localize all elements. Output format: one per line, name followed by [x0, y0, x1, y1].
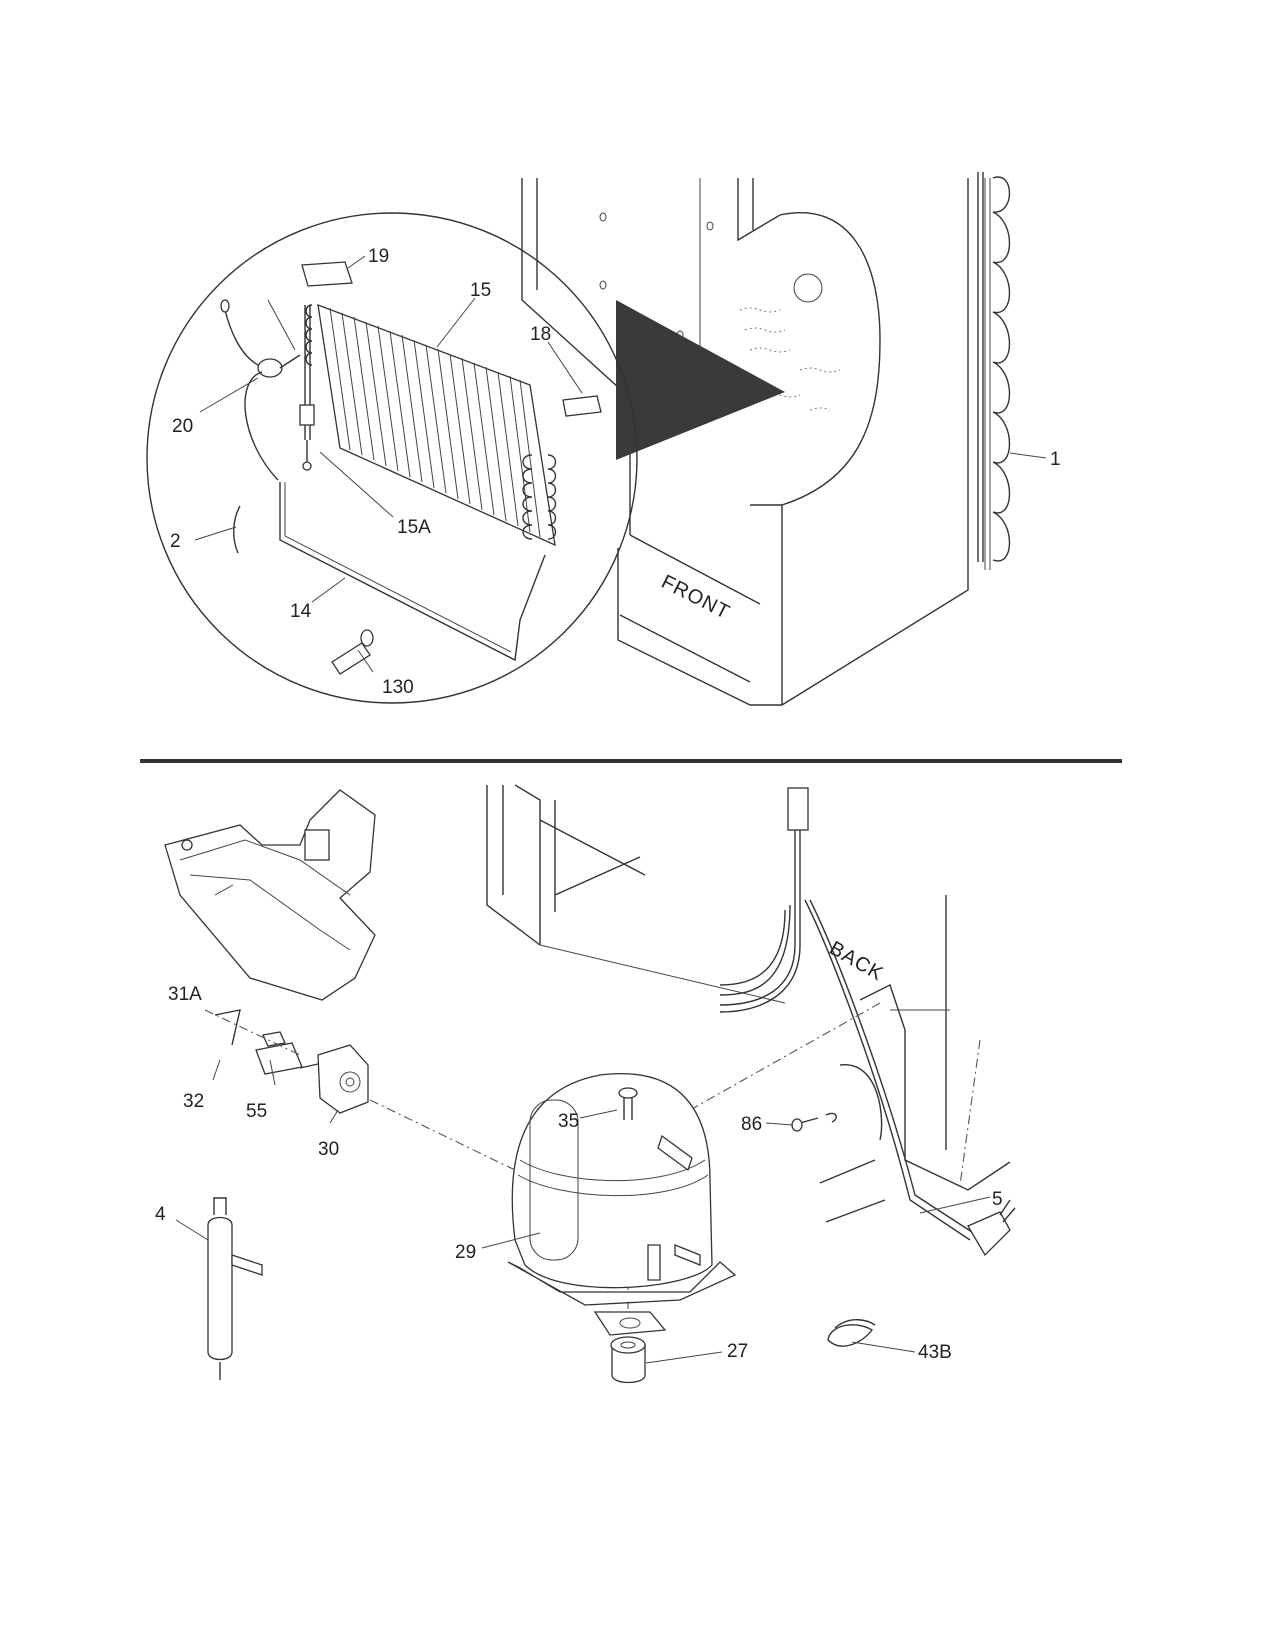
label-43b: 43B [918, 1342, 952, 1363]
insulator-block-19 [301, 261, 353, 287]
back-label: BACK [826, 937, 888, 985]
clip-2 [233, 505, 241, 554]
cabinet-cutaway [521, 178, 991, 706]
bracket-32 [214, 1009, 241, 1046]
label-32: 32 [183, 1091, 204, 1112]
evaporator [305, 303, 557, 547]
label-35: 35 [558, 1111, 579, 1132]
label-15: 15 [470, 280, 491, 301]
label-30: 30 [318, 1139, 339, 1160]
wire-clip-43b [827, 1319, 876, 1347]
grommet-27 [610, 1336, 646, 1384]
drain-trap-130 [331, 629, 374, 675]
label-15a: 15A [397, 517, 431, 538]
drain-pan-31a [164, 789, 376, 1001]
compressor-29 [507, 1073, 737, 1336]
detail-circle [146, 212, 638, 704]
label-29: 29 [455, 1242, 476, 1263]
filter-drier-4 [207, 1197, 263, 1380]
label-27: 27 [727, 1341, 748, 1362]
label-2: 2 [170, 531, 181, 552]
label-20: 20 [172, 416, 193, 437]
screw-86 [791, 1112, 837, 1132]
label-4: 4 [155, 1204, 166, 1225]
label-1: 1 [1050, 449, 1061, 470]
section-divider [140, 759, 1122, 763]
power-cord-5 [719, 787, 1016, 1257]
condenser-coil [977, 172, 1011, 562]
label-130: 130 [382, 677, 414, 698]
label-55: 55 [246, 1101, 267, 1122]
label-86: 86 [741, 1114, 762, 1135]
label-14: 14 [290, 601, 312, 622]
thermostat-20 [220, 299, 301, 481]
front-label: FRONT [658, 571, 734, 624]
label-19: 19 [368, 246, 389, 267]
label-31a: 31A [168, 984, 202, 1005]
insulator-block-18 [562, 395, 602, 417]
cabinet-base [486, 784, 1011, 1191]
label-5: 5 [992, 1189, 1003, 1210]
defrost-heater [299, 305, 315, 471]
overload-30 [299, 1044, 369, 1114]
bolt-35 [618, 1087, 638, 1120]
label-18: 18 [530, 324, 551, 345]
drain-tube-14 [279, 482, 546, 662]
